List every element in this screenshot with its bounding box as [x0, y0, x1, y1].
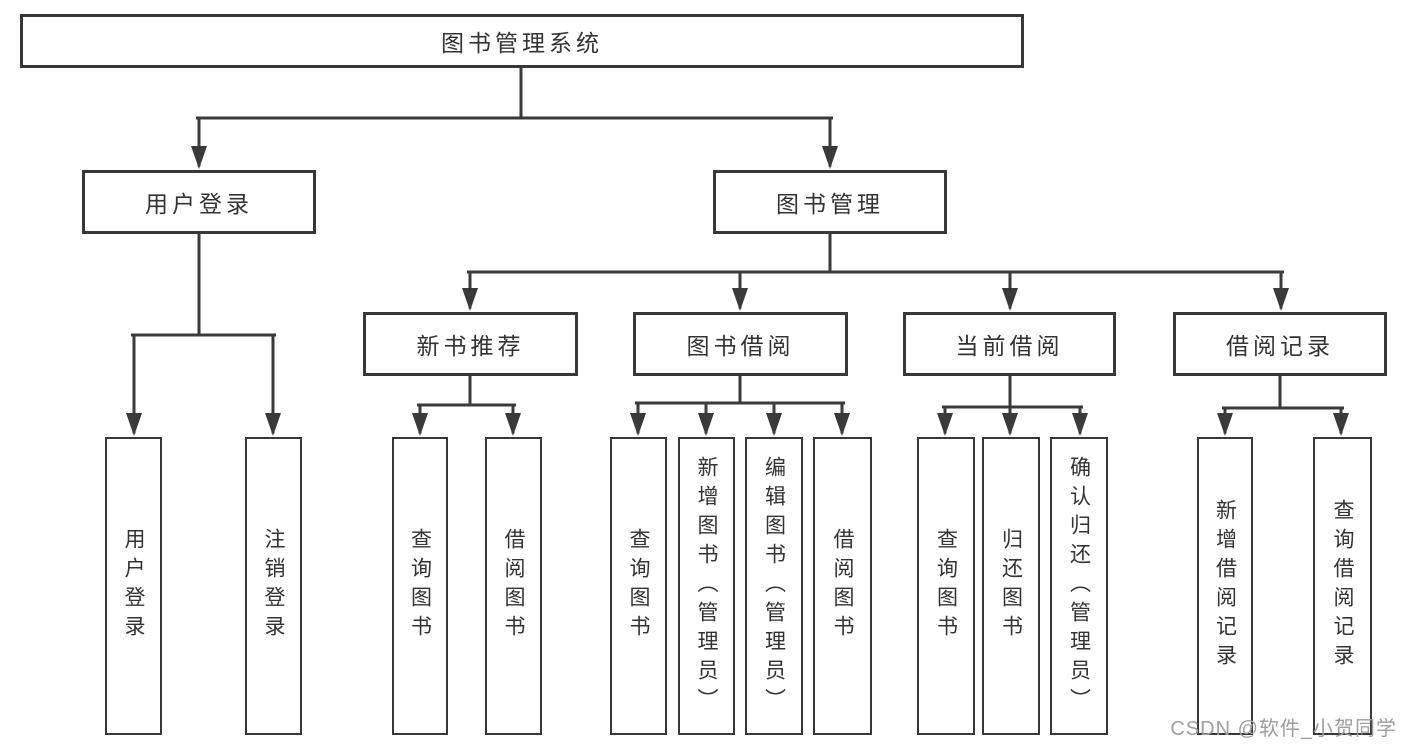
leaf-label: 归还图书	[999, 528, 1023, 644]
leaf-label: 用户登录	[122, 528, 145, 644]
node-label: 新书推荐	[416, 333, 525, 359]
leaf-edit-book-admin: 编辑图书（管理员）	[745, 437, 803, 735]
leaf-query-books-borrow: 查询图书	[610, 437, 667, 735]
node-new-book-recommend: 新书推荐	[363, 312, 578, 376]
connector-root-split	[196, 66, 833, 120]
leaf-borrow-books-newbook: 借阅图书	[485, 437, 542, 735]
connector-root-arrows	[197, 116, 832, 167]
leaf-label: 查询图书	[627, 528, 650, 644]
leaf-label: 查询借阅记录	[1331, 499, 1354, 673]
leaf-label: 查询图书	[408, 528, 432, 644]
leaf-label: 新增借阅记录	[1213, 499, 1237, 673]
leaf-confirm-return-admin: 确认归还（管理员）	[1050, 437, 1108, 735]
connector-new-book-split	[417, 374, 516, 434]
node-borrow-record: 借阅记录	[1173, 312, 1387, 376]
node-label: 图书管理	[776, 191, 884, 217]
arrowhead-icons	[126, 146, 1349, 436]
node-current-borrow: 当前借阅	[903, 312, 1116, 376]
csdn-watermark: CSDN @软件_小贺同学	[1170, 718, 1397, 740]
connector-user-login-split	[131, 232, 276, 434]
node-book-management: 图书管理	[713, 170, 947, 234]
connector-book-borrow-split	[635, 374, 845, 434]
leaf-label: 查询图书	[934, 528, 958, 644]
node-library-system: 图书管理系统	[20, 14, 1024, 68]
leaf-return-books: 归还图书	[982, 437, 1040, 735]
connector-book-management-split	[467, 232, 1284, 309]
node-label: 图书管理系统	[441, 30, 603, 56]
leaf-add-book-admin: 新增图书（管理员）	[678, 437, 735, 735]
leaf-label: 编辑图书（管理员）	[762, 455, 786, 717]
node-label: 图书借阅	[686, 333, 795, 359]
leaf-query-books-newbook: 查询图书	[392, 437, 448, 735]
leaf-add-borrow-record: 新增借阅记录	[1197, 437, 1253, 735]
leaf-logout: 注销登录	[245, 437, 302, 735]
connector-borrow-record-split	[1222, 374, 1344, 434]
leaf-query-books-current: 查询图书	[917, 437, 975, 735]
node-book-borrow: 图书借阅	[633, 312, 848, 376]
node-label: 用户登录	[145, 191, 253, 217]
node-label: 当前借阅	[955, 333, 1064, 359]
leaf-label: 确认归还（管理员）	[1067, 455, 1091, 717]
leaf-label: 借阅图书	[502, 528, 525, 644]
node-label: 借阅记录	[1226, 333, 1334, 359]
leaf-label: 借阅图书	[831, 528, 854, 644]
leaf-label: 注销登录	[262, 528, 285, 644]
leaf-user-login: 用户登录	[105, 437, 162, 735]
leaf-borrow-books-borrow: 借阅图书	[813, 437, 872, 735]
leaf-query-borrow-record: 查询借阅记录	[1313, 437, 1372, 735]
leaf-label: 新增图书（管理员）	[695, 455, 718, 717]
node-user-login: 用户登录	[82, 170, 316, 234]
